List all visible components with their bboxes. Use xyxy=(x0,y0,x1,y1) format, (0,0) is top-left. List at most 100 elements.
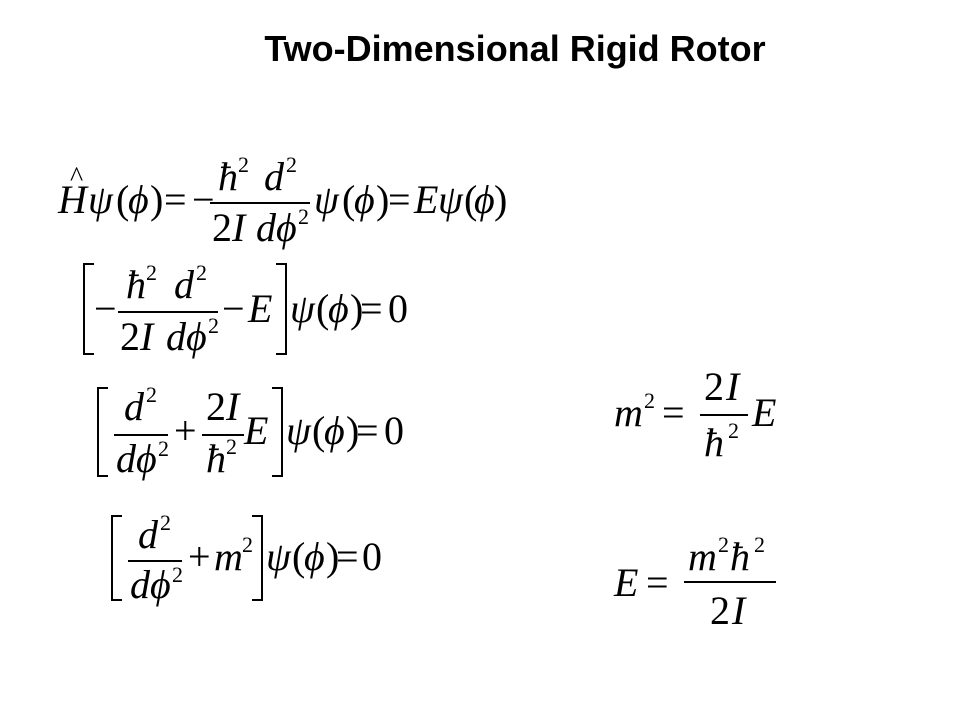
equation-m-squared: m 2 = 2 I ħ 2 E xyxy=(614,364,776,465)
eq3-frac2-I: I xyxy=(225,384,241,429)
equation-bracket-3: d 2 d ϕ 2 + m 2 ψ ( ϕ ) = 0 xyxy=(111,510,382,607)
eq4-plus: + xyxy=(188,534,211,579)
eq1-frac1-I: I xyxy=(231,205,247,250)
eq3-hbar-exp: 2 xyxy=(226,434,237,459)
eq1-phi2: ϕ xyxy=(354,177,375,222)
eq3-eq: = xyxy=(356,408,379,453)
eq4-right-bracket xyxy=(252,515,263,601)
eq1-minus: − xyxy=(192,177,215,222)
eq1-eq2: = xyxy=(388,177,411,222)
eq1-hbar-exp: 2 xyxy=(238,152,249,177)
eq2-frac1-I: I xyxy=(139,314,155,359)
eq2-zero: 0 xyxy=(388,286,408,331)
eq2-phi: ϕ xyxy=(328,286,349,331)
eq1-frac2-exp: 2 xyxy=(298,204,309,229)
eq1-phi3: ϕ xyxy=(474,177,495,222)
eq1-H: H xyxy=(57,177,89,222)
eq2-rparen: ) xyxy=(350,286,363,331)
eq2-lparen: ( xyxy=(316,286,329,331)
eq1-psi: ψ xyxy=(88,177,114,222)
equation-schrodinger: H ^ ψ ( ϕ ) = − ħ 2 2 I d 2 d ϕ 2 ψ ( ϕ … xyxy=(57,152,507,250)
eq3-phi: ϕ xyxy=(324,408,345,453)
eq3-frac2-2: 2 xyxy=(206,384,226,429)
eq1-d: d xyxy=(264,154,285,199)
eq1-lparen3: ( xyxy=(464,177,477,222)
eq1-lparen2: ( xyxy=(342,177,355,222)
eq1-psi3: ψ xyxy=(438,177,464,222)
eq3-frac1-exp: 2 xyxy=(158,436,169,461)
eq2-right-bracket xyxy=(276,263,287,355)
eq2-hbar-exp: 2 xyxy=(146,260,157,285)
eq6-hbar: ħ xyxy=(730,534,750,579)
eq2-frac2-phi: ϕ xyxy=(186,314,207,359)
eq3-lparen: ( xyxy=(312,408,325,453)
eq2-hbar: ħ xyxy=(126,262,146,307)
eq1-rparen3: ) xyxy=(494,177,507,222)
eq1-phi: ϕ xyxy=(128,177,149,222)
eq2-frac1-2: 2 xyxy=(120,314,140,359)
eq2-d: d xyxy=(174,262,195,307)
eq2-frac2-d: d xyxy=(166,314,187,359)
eq1-E: E xyxy=(413,177,438,222)
eq3-hbar: ħ xyxy=(206,436,226,481)
eq3-psi: ψ xyxy=(286,408,312,453)
eq6-denom-I: I xyxy=(731,588,747,633)
equation-bracket-1: − ħ 2 2 I d 2 d ϕ 2 − E ψ ( ϕ ) = 0 xyxy=(83,260,408,359)
eq4-frac-exp: 2 xyxy=(172,562,183,587)
eq3-right-bracket xyxy=(272,387,283,477)
eq1-hbar: ħ xyxy=(218,154,238,199)
eq4-phi: ϕ xyxy=(304,534,325,579)
eq4-eq: = xyxy=(336,534,359,579)
eq3-rparen: ) xyxy=(346,408,359,453)
eq5-hbar-exp: 2 xyxy=(728,418,739,443)
eq3-frac1-d: d xyxy=(116,436,137,481)
eq2-psi: ψ xyxy=(290,286,316,331)
eq2-minus2: − xyxy=(222,286,245,331)
eq1-rparen2: ) xyxy=(376,177,389,222)
eq6-m-exp: 2 xyxy=(718,532,729,557)
eq5-E: E xyxy=(751,390,776,435)
eq1-frac1-2: 2 xyxy=(212,205,232,250)
eq1-rparen: ) xyxy=(150,177,163,222)
eq2-d-exp: 2 xyxy=(196,260,207,285)
eq1-psi2: ψ xyxy=(314,177,340,222)
eq5-hbar: ħ xyxy=(704,420,724,465)
eq2-minus: − xyxy=(94,286,117,331)
eq4-rparen: ) xyxy=(326,534,339,579)
eq3-d: d xyxy=(124,384,145,429)
eq5-m-exp: 2 xyxy=(644,388,655,413)
equation-energy: E = m 2 ħ 2 2 I xyxy=(613,532,776,633)
eq2-E: E xyxy=(247,286,272,331)
eq2-eq: = xyxy=(360,286,383,331)
eq4-left-bracket xyxy=(111,515,122,601)
eq5-eq: = xyxy=(662,390,685,435)
eq6-E: E xyxy=(613,560,638,605)
eq4-d: d xyxy=(138,512,159,557)
eq5-frac-2: 2 xyxy=(704,364,724,409)
eq6-eq: = xyxy=(646,560,669,605)
eq6-denom-2: 2 xyxy=(710,588,730,633)
eq1-eq1: = xyxy=(164,177,187,222)
equation-bracket-2: d 2 d ϕ 2 + 2 I ħ 2 E ψ ( ϕ ) = 0 xyxy=(97,382,404,481)
eq3-E: E xyxy=(243,408,268,453)
eq2-left-bracket xyxy=(83,263,94,355)
eq3-plus: + xyxy=(174,408,197,453)
eq4-psi: ψ xyxy=(266,534,292,579)
eq1-frac2-phi: ϕ xyxy=(276,205,297,250)
eq1-d-exp: 2 xyxy=(286,152,297,177)
eq3-zero: 0 xyxy=(384,408,404,453)
title-text: Two-Dimensional Rigid Rotor xyxy=(264,28,766,69)
eq4-frac-phi: ϕ xyxy=(150,562,171,607)
eq2-frac2-exp: 2 xyxy=(208,313,219,338)
eq3-d-exp: 2 xyxy=(146,382,157,407)
slide-title: Two-Dimensional Rigid Rotor xyxy=(0,28,960,70)
eq3-frac1-phi: ϕ xyxy=(136,436,157,481)
eq1-lparen: ( xyxy=(116,177,129,222)
eq4-frac-d: d xyxy=(130,562,151,607)
eq6-m: m xyxy=(688,534,717,579)
eq4-d-exp: 2 xyxy=(160,510,171,535)
eq4-lparen: ( xyxy=(292,534,305,579)
eq4-zero: 0 xyxy=(362,534,382,579)
